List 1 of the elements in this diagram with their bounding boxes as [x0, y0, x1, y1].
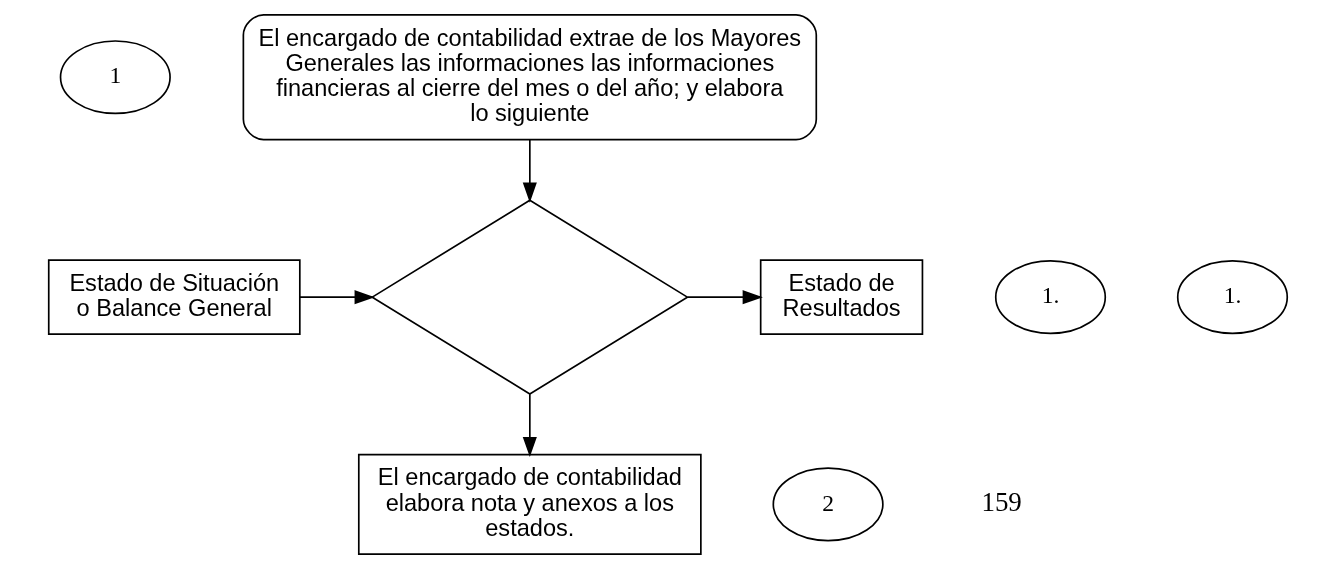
label: 159 [981, 486, 1022, 517]
